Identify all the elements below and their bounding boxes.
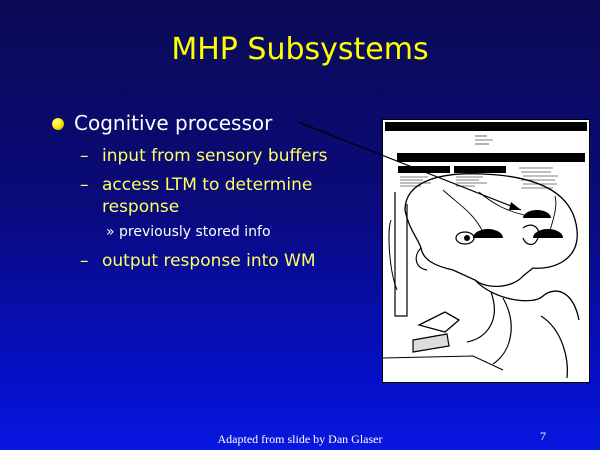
sub-sub-item-label: previously stored info (119, 224, 271, 240)
credit-footer: Adapted from slide by Dan Glaser (217, 432, 383, 446)
sub-item-input: – input from sensory buffers (80, 145, 380, 167)
page-number: 7 (540, 429, 546, 443)
sub-item-access-ltm: – access LTM to determine response (80, 174, 380, 218)
slide-title: MHP Subsystems (171, 32, 429, 67)
sub-item-label: access LTM to determine response (102, 175, 313, 217)
sub-sub-item-previously-stored: » previously stored info (106, 222, 271, 242)
dash-icon: – (80, 146, 89, 166)
sub-item-label: output response into WM (102, 251, 316, 271)
bullet-label: Cognitive processor (74, 111, 273, 135)
dash-icon: – (80, 251, 89, 271)
double-chevron-icon: » (106, 224, 115, 240)
mhp-figure (382, 119, 590, 383)
sub-item-output: – output response into WM (80, 250, 380, 272)
sub-item-label: input from sensory buffers (102, 146, 328, 166)
dash-icon: – (80, 175, 89, 195)
bullet-icon (52, 118, 64, 130)
mhp-figure-icon (382, 122, 587, 379)
